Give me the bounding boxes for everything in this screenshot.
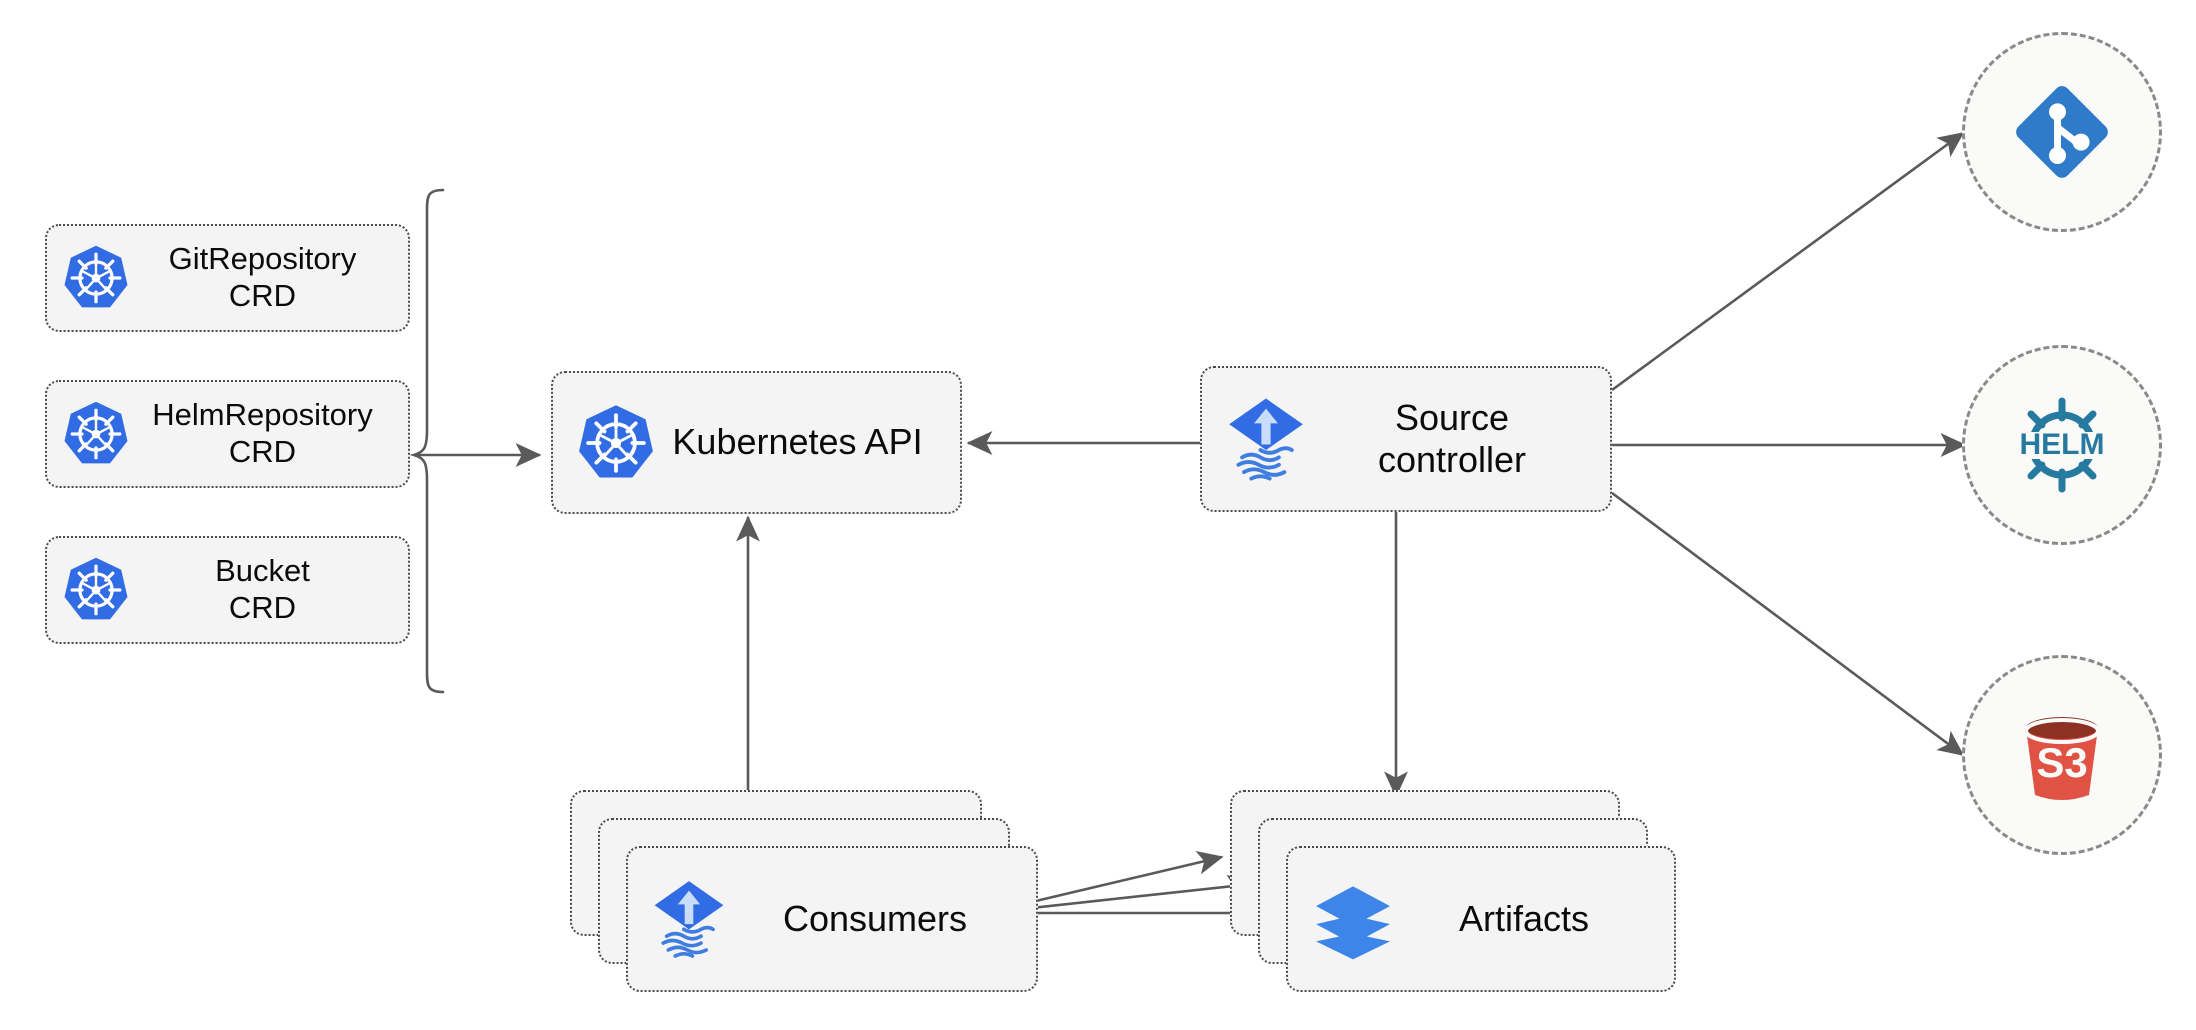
kubernetes-icon bbox=[64, 557, 128, 620]
crd-label: GitRepository CRD bbox=[168, 241, 357, 313]
node-label: Source controller bbox=[1377, 396, 1527, 480]
node-label: Artifacts bbox=[1458, 897, 1590, 939]
flux-icon bbox=[1229, 398, 1303, 481]
helm-icon: HELM bbox=[2020, 397, 2105, 493]
crd-group-brace bbox=[409, 188, 445, 694]
crd-card-helmrepository[interactable]: HelmRepository CRD bbox=[45, 380, 410, 488]
crd-label: Bucket CRD bbox=[215, 553, 310, 625]
flux-icon bbox=[654, 881, 724, 958]
crd-card-gitrepository[interactable]: GitRepository CRD bbox=[45, 224, 410, 332]
node-kubernetes-api[interactable]: Kubernetes API bbox=[551, 371, 962, 514]
node-source-controller[interactable]: Source controller bbox=[1200, 366, 1612, 512]
node-label: Consumers bbox=[782, 897, 968, 939]
crd-label: HelmRepository CRD bbox=[152, 397, 373, 469]
node-label: Kubernetes API bbox=[672, 421, 923, 463]
external-helm-source[interactable]: HELM bbox=[1962, 345, 2162, 545]
kubernetes-icon bbox=[579, 404, 653, 477]
node-consumers[interactable]: Consumers bbox=[626, 846, 1038, 992]
helm-wordmark: HELM bbox=[2020, 428, 2105, 461]
kubernetes-icon bbox=[64, 401, 128, 464]
kubernetes-icon bbox=[64, 245, 128, 308]
edge-source-controller-to-s3 bbox=[1611, 491, 1965, 757]
s3-icon: S3 bbox=[2024, 717, 2100, 800]
crd-card-bucket[interactable]: Bucket CRD bbox=[45, 536, 410, 644]
external-git-source[interactable] bbox=[1962, 32, 2162, 232]
git-icon bbox=[2016, 86, 2108, 178]
layers-icon bbox=[1316, 886, 1390, 960]
external-s3-source[interactable]: S3 bbox=[1962, 655, 2162, 855]
s3-wordmark: S3 bbox=[2036, 739, 2087, 786]
node-artifacts[interactable]: Artifacts bbox=[1286, 846, 1676, 992]
edge-source-controller-to-git bbox=[1611, 131, 1965, 392]
